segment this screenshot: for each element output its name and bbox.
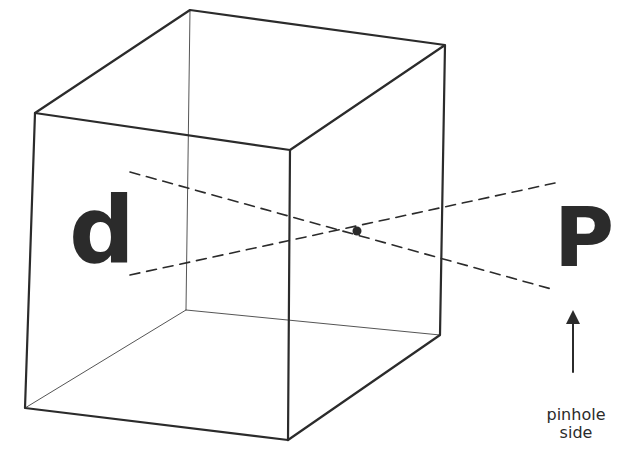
arrow-head bbox=[566, 310, 580, 324]
pinhole-dot bbox=[353, 227, 362, 236]
object-letter: P bbox=[554, 191, 614, 285]
pointer-arrow bbox=[572, 316, 574, 372]
cube-edge bbox=[35, 10, 445, 440]
front-face bbox=[25, 113, 290, 440]
hidden-edge bbox=[25, 10, 440, 408]
light-ray bbox=[130, 172, 555, 290]
light-ray bbox=[130, 183, 555, 275]
note-label: pinhole side bbox=[541, 406, 611, 443]
image-letter: d bbox=[69, 179, 135, 285]
